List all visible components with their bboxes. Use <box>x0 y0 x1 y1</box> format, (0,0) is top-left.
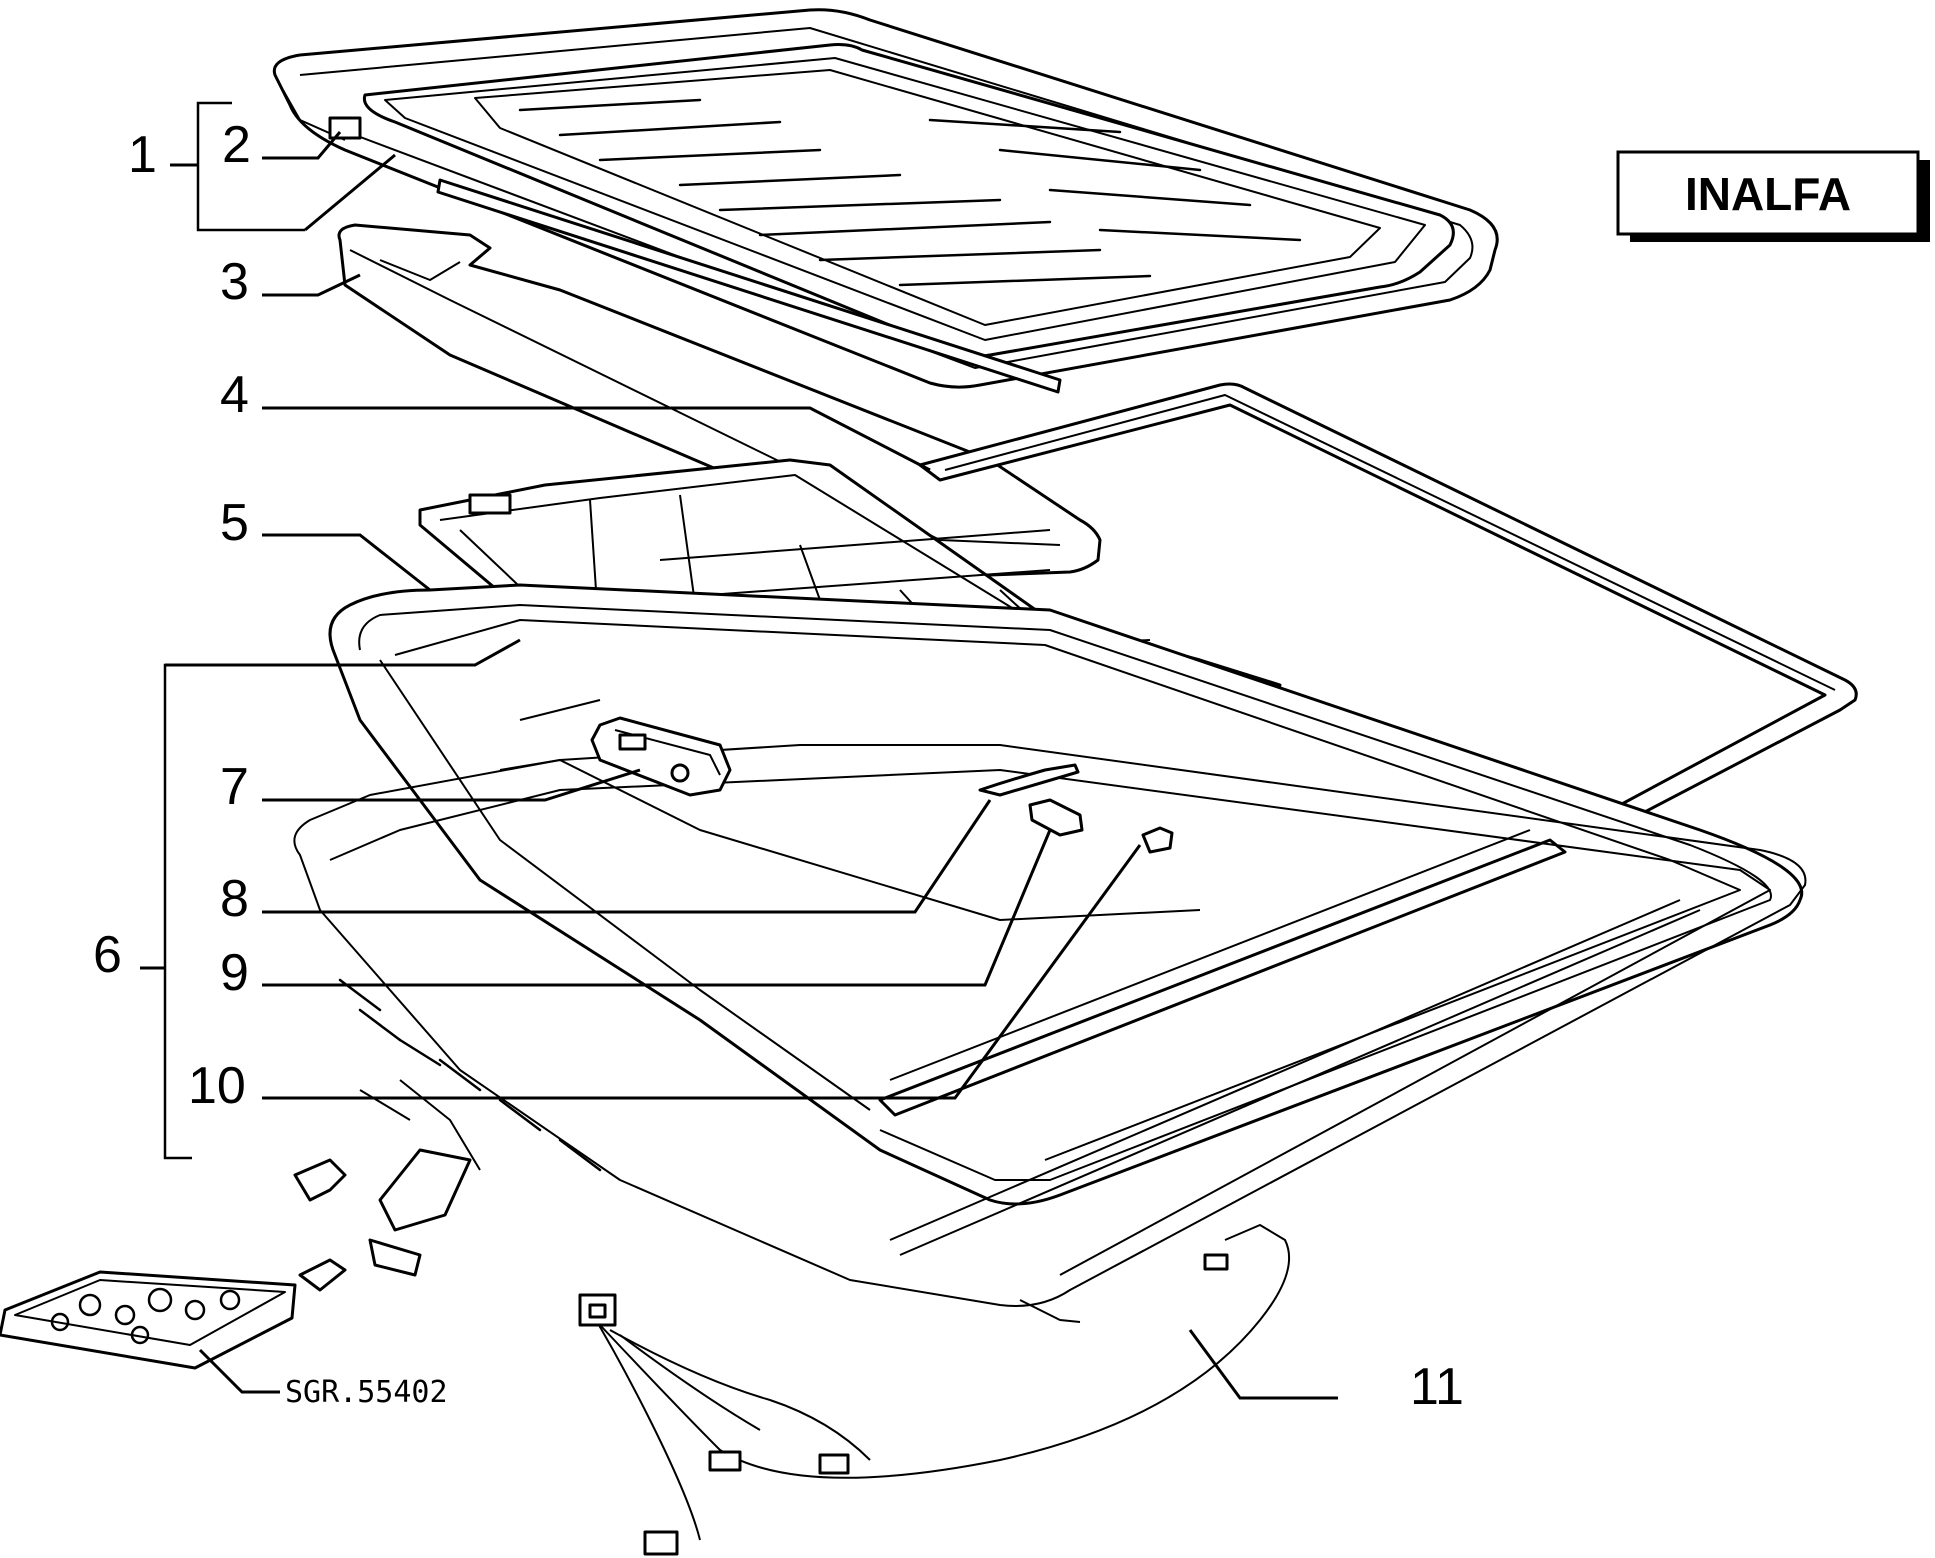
reference-code: SGR.55402 <box>285 1375 448 1410</box>
callout-10: 10 <box>188 1057 246 1115</box>
leader-lines <box>140 101 1338 1400</box>
callout-11: 11 <box>1410 1358 1464 1416</box>
part-clip-8 <box>978 763 1080 797</box>
callout-1: 1 <box>128 126 157 184</box>
part-sgr-kit <box>0 1270 297 1370</box>
brand-label: INALFA <box>1685 168 1851 220</box>
callout-5: 5 <box>220 494 249 552</box>
part-lower-mechanism <box>293 1079 481 1292</box>
callout-4: 4 <box>220 366 249 424</box>
callout-6: 6 <box>93 926 122 984</box>
callout-3: 3 <box>220 253 249 311</box>
callout-7: 7 <box>220 758 249 816</box>
part-bottom-housing <box>293 744 1807 1323</box>
callout-2: 2 <box>222 116 251 174</box>
callout-8: 8 <box>220 870 249 928</box>
part-main-cassette <box>328 583 1804 1206</box>
part-clip-9 <box>1028 798 1084 837</box>
brand-box: INALFA <box>1616 150 1930 242</box>
part-wiring-harness <box>578 1224 1291 1556</box>
part-handle <box>590 716 732 797</box>
callout-9: 9 <box>220 944 249 1002</box>
part-glass-panel <box>362 43 1455 394</box>
part-clip-10 <box>1141 826 1174 854</box>
